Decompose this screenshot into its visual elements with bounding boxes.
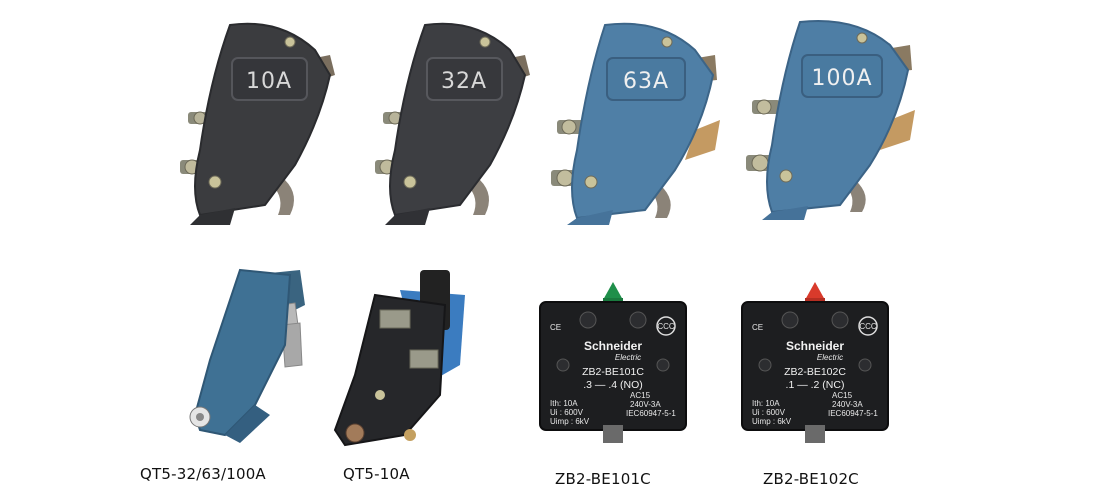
limit-switch-100a: 100A	[740, 20, 925, 225]
contact-type: .1 — .2 (NC)	[786, 379, 845, 391]
zb2-be102c-block: CE CCC Schneider Electric ZB2-BE102C .1 …	[740, 280, 890, 445]
qt5-multi-switch-image	[189, 268, 305, 443]
limit-switch-10a: 10A	[170, 20, 350, 225]
red-button-icon	[805, 282, 825, 300]
limit-switch-10a-image: 10A	[180, 22, 335, 225]
caption-qt5-10a: QT5-10A	[343, 465, 410, 483]
ccc-text: CCC	[859, 322, 877, 331]
volt-rating: 240V-3A	[832, 400, 863, 409]
zb2-be101c-block: CE CCC Schneider Electric ZB2-BE101C .3 …	[538, 280, 688, 445]
limit-switch-32a: 32A	[365, 20, 545, 225]
rating-label: 32A	[441, 69, 487, 94]
green-button-icon	[603, 282, 623, 300]
model-number: ZB2-BE101C	[582, 366, 644, 378]
uimp-rating: Uimp : 6kV	[752, 417, 792, 426]
qt5-multi-switch	[170, 265, 310, 445]
ui-rating: Ui : 600V	[550, 408, 584, 417]
caption-zb2-be101c: ZB2-BE101C	[555, 470, 651, 488]
iec-standard: IEC60947-5-1	[626, 409, 676, 418]
limit-switch-63a-image: 63A	[551, 22, 720, 225]
model-number: ZB2-BE102C	[784, 366, 846, 378]
switch-body	[193, 268, 292, 437]
ith-rating: Ith: 10A	[752, 399, 780, 408]
switch-body	[333, 293, 447, 447]
ce-mark: CE	[752, 323, 763, 332]
rating-label: 63A	[623, 69, 669, 94]
limit-switch-63a: 63A	[545, 20, 730, 225]
rating-label: 10A	[246, 69, 292, 94]
ui-rating: Ui : 600V	[752, 408, 786, 417]
ccc-mark-icon	[858, 316, 878, 336]
ac-rating: AC15	[630, 391, 651, 400]
iec-standard: IEC60947-5-1	[828, 409, 878, 418]
caption-zb2-be102c: ZB2-BE102C	[763, 470, 859, 488]
contact-type: .3 — .4 (NO)	[583, 379, 643, 391]
zb2-be101c-image: CE CCC Schneider Electric ZB2-BE101C .3 …	[539, 282, 687, 443]
brand-sub: Electric	[817, 353, 843, 362]
brand-name: Schneider	[584, 339, 642, 353]
brand-sub: Electric	[615, 353, 641, 362]
ce-mark: CE	[550, 323, 561, 332]
rating-label: 100A	[811, 66, 872, 91]
ccc-text: CCC	[657, 322, 675, 331]
ccc-mark-icon	[656, 316, 676, 336]
limit-switch-32a-image: 32A	[375, 22, 530, 225]
zb2-be102c-image: CE CCC Schneider Electric ZB2-BE102C .1 …	[741, 282, 889, 443]
qt5-10a-switch	[325, 265, 485, 455]
brand-name: Schneider	[786, 339, 844, 353]
ac-rating: AC15	[832, 391, 853, 400]
qt5-10a-switch-image	[333, 270, 465, 447]
limit-switch-100a-image: 100A	[746, 20, 915, 220]
switch-body	[571, 22, 715, 220]
uimp-rating: Uimp : 6kV	[550, 417, 590, 426]
caption-qt5-multi: QT5-32/63/100A	[140, 465, 266, 483]
switch-body	[766, 20, 910, 214]
ith-rating: Ith: 10A	[550, 399, 578, 408]
volt-rating: 240V-3A	[630, 400, 661, 409]
